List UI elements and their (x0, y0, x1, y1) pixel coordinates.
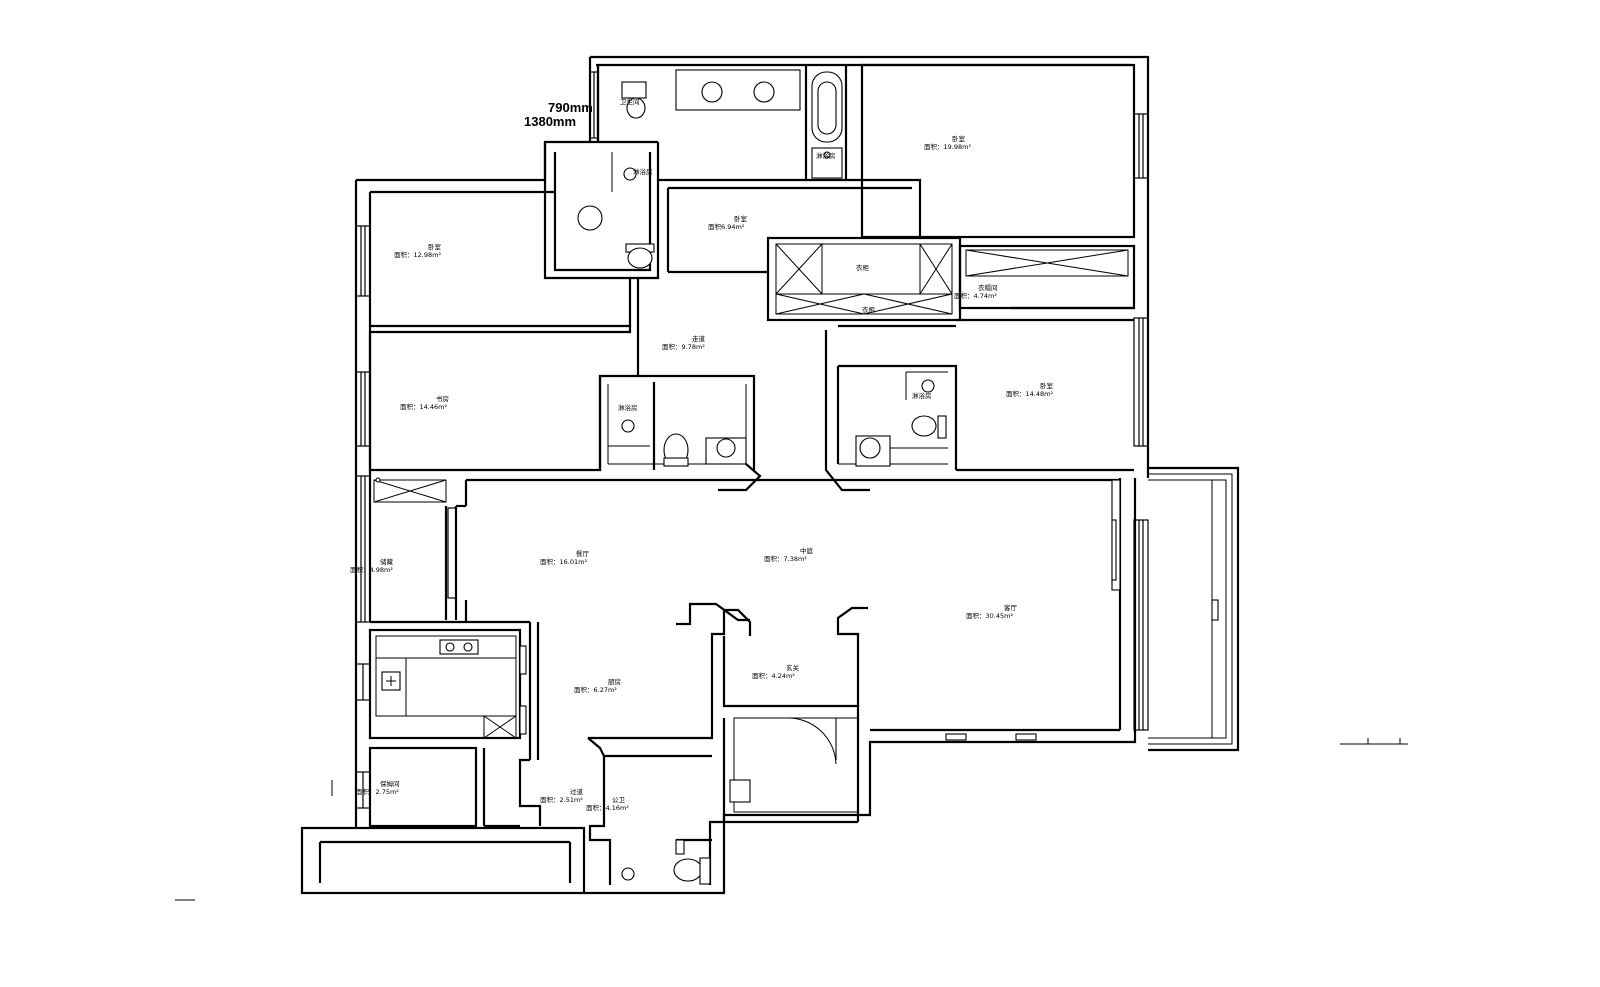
room-name-wardrobe-bottom: 衣柜 (862, 305, 876, 314)
room-area-kitchen: 面积：6.27m² (574, 685, 617, 694)
room-area-guest-wc: 面积：4.16m² (586, 803, 629, 812)
interior-walls (368, 63, 1136, 885)
room-name-central-hall: 中庭 (800, 546, 814, 555)
room-area-study-small: 面积6.94m² (708, 222, 745, 231)
dimension-labels: 790mm 1380mm (524, 100, 593, 129)
room-area-storage: 面积：4.98m² (350, 565, 393, 574)
room-name-bedroom-e: 卧室 (1040, 381, 1054, 390)
room-area-study: 面积：14.46m² (400, 402, 447, 411)
room-area-bedroom-e: 面积：14.48m² (1006, 389, 1053, 398)
room-area-bedroom-nw: 面积：12.98m² (394, 250, 441, 259)
room-name-shower-left: 淋浴房 (633, 167, 653, 176)
room-name-shower-right: 淋浴房 (912, 391, 932, 400)
room-area-foyer: 面积：4.24m² (752, 671, 795, 680)
room-name-cloakroom: 衣帽间 (978, 283, 998, 292)
room-area-bedroom-ne: 面积：19.98m² (924, 142, 971, 151)
room-name-foyer: 玄关 (786, 663, 800, 672)
room-name-corridor: 走道 (692, 334, 706, 343)
room-name-guest-wc: 公卫 (612, 796, 626, 804)
room-area-cloakroom: 面积：4.74m² (954, 291, 997, 300)
room-name-bedroom-nw: 卧室 (428, 242, 442, 251)
room-name-master-wc: 卫生间 (620, 97, 640, 106)
room-name-study: 书房 (436, 394, 449, 403)
room-name-living: 客厅 (1004, 603, 1018, 612)
room-name-storage: 储藏 (380, 557, 394, 566)
room-name-utility: 保姆间 (380, 779, 400, 788)
room-name-wardrobe-top: 衣柜 (856, 263, 870, 272)
east-balcony (1148, 466, 1240, 752)
room-area-dining: 面积：16.01m² (540, 557, 587, 566)
room-labels: 卫生间 淋浴房 卧室 面积：19.98m² 淋浴房 卧室 面积6.94m² 卧室… (350, 97, 1054, 812)
room-area-utility: 面积：2.75m² (356, 787, 399, 796)
room-area-corridor: 面积：9.78m² (662, 342, 705, 351)
room-name-shower-top: 淋浴房 (816, 151, 836, 160)
windows (355, 71, 1149, 809)
room-name-bedroom-ne: 卧室 (952, 134, 966, 143)
room-area-passage: 面积：2.51m² (540, 795, 583, 804)
room-name-study-small: 卧室 (734, 214, 748, 223)
dimension-label-790: 790mm (548, 100, 593, 115)
room-name-passage: 过道 (570, 787, 584, 796)
fixtures (175, 69, 1408, 901)
room-area-living: 面积：30.45m² (966, 611, 1013, 620)
room-area-central-hall: 面积：7.38m² (764, 554, 807, 563)
room-name-dining: 餐厅 (576, 549, 590, 558)
room-name-shower-mid: 淋浴房 (618, 403, 638, 412)
room-name-kitchen: 厨房 (608, 677, 621, 686)
dimension-label-1380: 1380mm (524, 114, 576, 129)
